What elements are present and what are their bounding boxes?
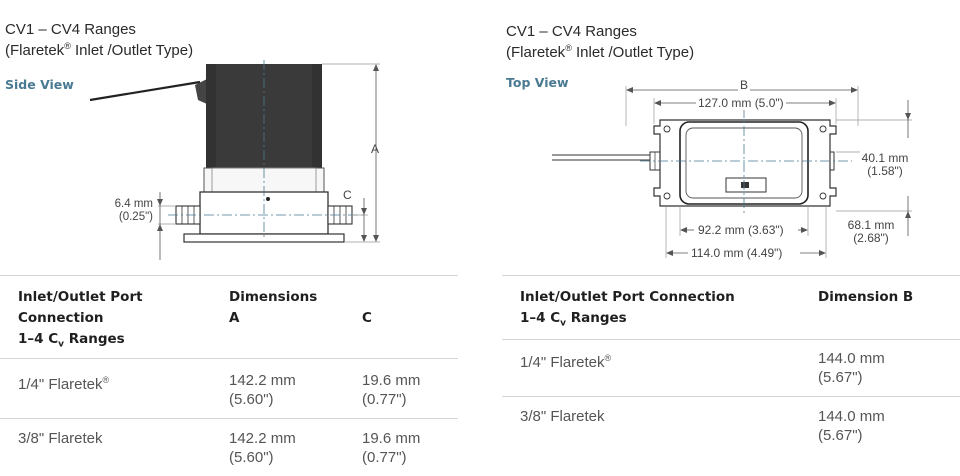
left-title-line2: (Flaretek® Inlet /Outlet Type) bbox=[5, 38, 193, 59]
right-title-line2: (Flaretek® Inlet /Outlet Type) bbox=[506, 40, 694, 61]
row-connection-text: 3/8" Flaretek bbox=[520, 408, 605, 425]
registered-mark: ® bbox=[102, 375, 110, 385]
row-dim-b: 144.0 mm (5.67") bbox=[818, 407, 885, 445]
header-cv-sub: v bbox=[560, 318, 567, 329]
registered-mark: ® bbox=[604, 353, 612, 363]
dim-68-label: 68.1 mm (2.68") bbox=[842, 219, 900, 245]
dim-port-in: (0.25") bbox=[118, 211, 153, 223]
row-dim-a: 142.2 mm (5.60") bbox=[229, 371, 296, 409]
dim-port-mm: 6.4 mm bbox=[114, 198, 153, 210]
left-title-line2-pre: (Flaretek bbox=[5, 42, 65, 59]
dim-c-label: C bbox=[343, 188, 352, 202]
row-dim-a-in: (5.60") bbox=[229, 449, 274, 466]
row-dim-b-in: (5.67") bbox=[818, 369, 863, 386]
row-dim-a: 142.2 mm (5.60") bbox=[229, 429, 296, 467]
dim-68-mm: 68.1 mm bbox=[847, 218, 895, 232]
row-dim-c: 19.6 mm (0.77") bbox=[362, 371, 420, 409]
right-title-line2-pre: (Flaretek bbox=[506, 44, 566, 61]
row-dim-c: 19.6 mm (0.77") bbox=[362, 429, 420, 467]
row-dim-b-mm: 144.0 mm bbox=[818, 350, 885, 367]
header-line: Connection bbox=[18, 310, 104, 326]
header-cv-text: 1–4 C bbox=[520, 310, 561, 326]
registered-mark: ® bbox=[565, 43, 572, 53]
dim-40-mm: 40.1 mm bbox=[861, 151, 909, 165]
row-dim-a-mm: 142.2 mm bbox=[229, 430, 296, 447]
right-title-line1: CV1 – CV4 Ranges bbox=[506, 23, 637, 40]
dim-92-label: 92.2 mm (3.63") bbox=[698, 223, 784, 237]
row-connection-text: 3/8" Flaretek bbox=[18, 430, 103, 447]
dim-114-label: 114.0 mm (4.49") bbox=[691, 246, 783, 260]
top-view-drawing bbox=[552, 86, 912, 258]
left-table-top-rule bbox=[0, 275, 458, 276]
header-line: A bbox=[229, 310, 240, 326]
dim-127-label: 127.0 mm (5.0") bbox=[696, 96, 786, 110]
right-table-top-rule bbox=[502, 275, 960, 276]
row-dim-b: 144.0 mm (5.67") bbox=[818, 349, 885, 387]
side-view-drawing bbox=[89, 60, 380, 260]
header-cv-tail: Ranges bbox=[64, 331, 125, 347]
header-cv-tail: Ranges bbox=[566, 310, 627, 326]
side-view-label: Side View bbox=[5, 77, 74, 92]
right-table-header-rule bbox=[502, 339, 960, 340]
row-connection: 1/4" Flaretek® bbox=[18, 371, 109, 394]
header-line: Inlet/Outlet Port Connection bbox=[520, 289, 735, 305]
header-cv-text: 1–4 C bbox=[18, 331, 59, 347]
right-col1-header: Inlet/Outlet Port Connection 1–4 Cv Rang… bbox=[520, 287, 735, 335]
dim-a-label: A bbox=[371, 142, 380, 156]
row-dim-c-in: (0.77") bbox=[362, 449, 407, 466]
left-col3-header: C bbox=[362, 310, 372, 326]
header-line: 1–4 Cv Ranges bbox=[520, 308, 735, 335]
left-title: CV1 – CV4 Ranges (Flaretek® Inlet /Outle… bbox=[5, 21, 193, 59]
row-dim-c-mm: 19.6 mm bbox=[362, 430, 421, 447]
dim-40-in: (1.58") bbox=[867, 164, 903, 178]
row-connection: 3/8" Flaretek bbox=[18, 429, 103, 448]
dim-40-label: 40.1 mm (1.58") bbox=[856, 152, 914, 178]
dim-68-in: (2.68") bbox=[853, 231, 889, 245]
top-view-label: Top View bbox=[506, 75, 569, 90]
cable bbox=[552, 154, 650, 161]
right-table-row-rule bbox=[502, 396, 960, 397]
right-col2-header: Dimension B bbox=[818, 289, 914, 305]
header-cv-sub: v bbox=[58, 339, 65, 350]
dim-b-label: B bbox=[738, 78, 751, 92]
base-plate bbox=[183, 233, 345, 243]
row-dim-b-mm: 144.0 mm bbox=[818, 408, 885, 425]
row-connection: 3/8" Flaretek bbox=[520, 407, 605, 426]
left-col2-header: Dimensions A bbox=[229, 287, 317, 329]
registered-mark: ® bbox=[64, 41, 71, 51]
left-title-line2-post: Inlet /Outlet Type) bbox=[70, 42, 194, 59]
row-dim-a-mm: 142.2 mm bbox=[229, 372, 296, 389]
right-title: CV1 – CV4 Ranges (Flaretek® Inlet /Outle… bbox=[506, 23, 694, 61]
right-title-line2-post: Inlet /Outlet Type) bbox=[571, 44, 695, 61]
left-table-row-rule bbox=[0, 418, 458, 419]
dim-port-label: 6.4 mm (0.25") bbox=[103, 198, 153, 224]
row-dim-c-in: (0.77") bbox=[362, 391, 407, 408]
row-connection: 1/4" Flaretek® bbox=[520, 349, 611, 372]
cable bbox=[89, 80, 201, 102]
left-col1-header: Inlet/Outlet Port Connection 1–4 Cv Rang… bbox=[18, 287, 143, 356]
left-table-header-rule bbox=[0, 358, 458, 359]
row-dim-a-in: (5.60") bbox=[229, 391, 274, 408]
header-line: Dimensions bbox=[229, 289, 318, 305]
row-connection-text: 1/4" Flaretek bbox=[520, 354, 605, 371]
left-title-line1: CV1 – CV4 Ranges bbox=[5, 21, 136, 38]
row-connection-text: 1/4" Flaretek bbox=[18, 376, 103, 393]
header-line: 1–4 Cv Ranges bbox=[18, 329, 143, 356]
row-dim-c-mm: 19.6 mm bbox=[362, 372, 421, 389]
row-dim-b-in: (5.67") bbox=[818, 427, 863, 444]
header-line: Inlet/Outlet Port bbox=[18, 289, 143, 305]
